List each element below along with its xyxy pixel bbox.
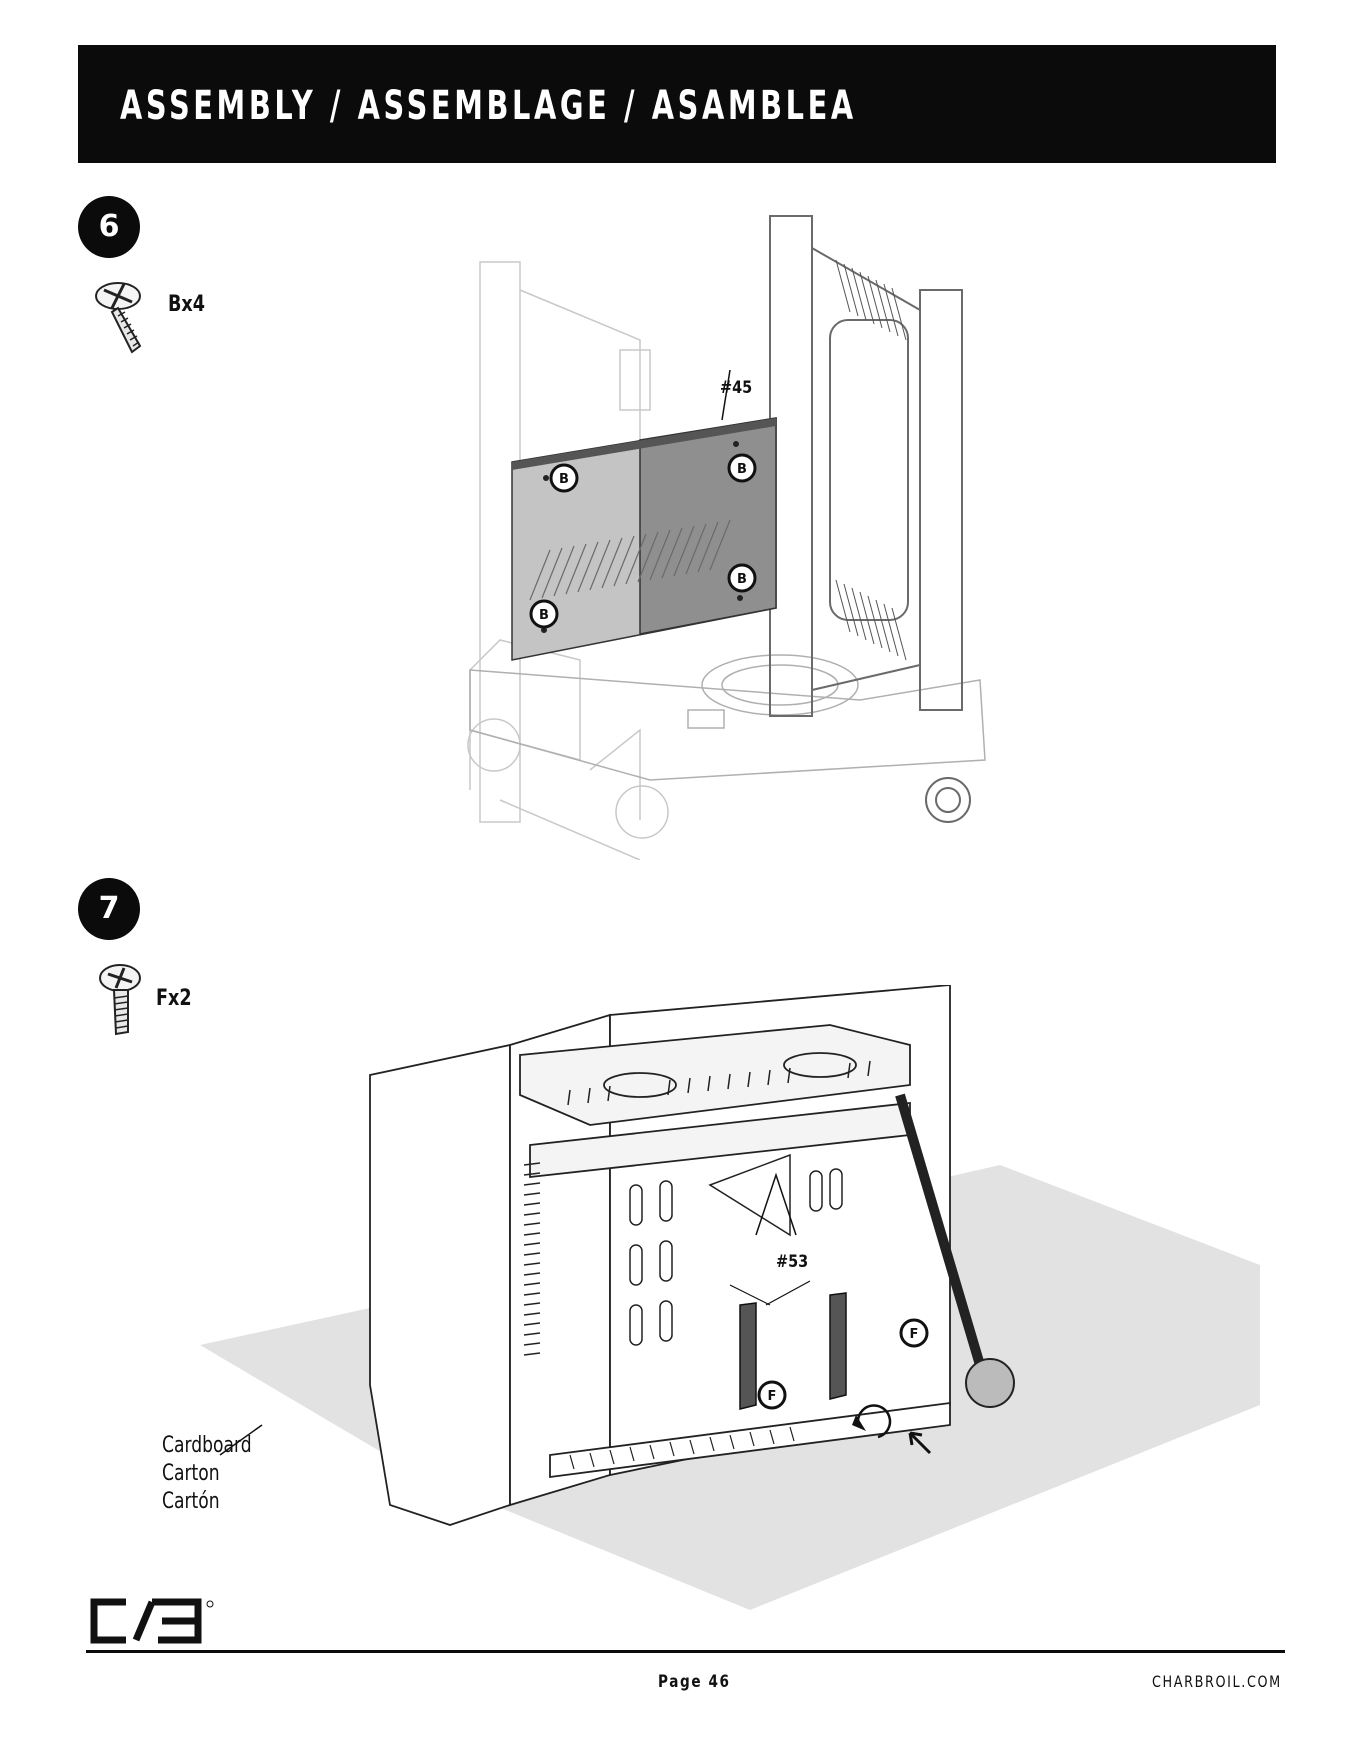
charbroil-logo (86, 1598, 216, 1644)
carton-label-fr: Carton (162, 1460, 252, 1488)
step-7-quantity: Fx2 (156, 986, 192, 1011)
carton-label-es: Cartón (162, 1488, 252, 1516)
marker-f: F (768, 1389, 777, 1404)
part-callout-53: #53 (776, 1252, 808, 1272)
step-7-badge: 7 (78, 878, 140, 940)
marker-b: B (559, 472, 569, 487)
marker-b: B (737, 462, 747, 477)
screw-b-icon (88, 276, 158, 356)
carton-label-en: Cardboard (162, 1432, 252, 1460)
marker-b: B (539, 608, 549, 623)
page-title: ASSEMBLY / ASSEMBLAGE / ASAMBLEA (120, 83, 857, 129)
part-callout-45: #45 (720, 378, 752, 398)
step-6-figure: B B B B (440, 200, 1020, 860)
page-number: Page 46 (658, 1672, 731, 1692)
marker-f: F (910, 1327, 919, 1342)
step-6-badge: 6 (78, 196, 140, 258)
step-6-quantity: Bx4 (168, 292, 205, 317)
screw-f-icon (94, 958, 154, 1038)
marker-b: B (737, 572, 747, 587)
footer-rule (86, 1650, 1285, 1653)
carton-label: Cardboard Carton Cartón (162, 1432, 252, 1516)
page-header: ASSEMBLY / ASSEMBLAGE / ASAMBLEA (78, 45, 1276, 163)
step-7-figure: F F (190, 985, 1270, 1625)
website-link: CHARBROIL.COM (1152, 1672, 1282, 1691)
